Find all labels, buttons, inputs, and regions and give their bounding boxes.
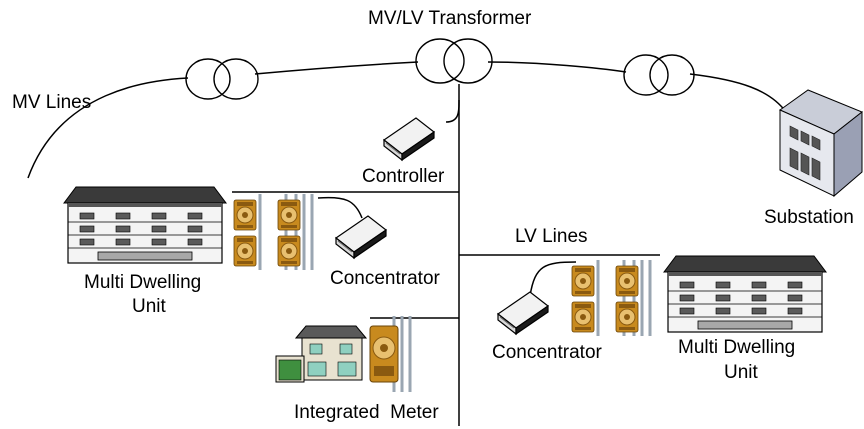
meter-bank-left-icon bbox=[234, 194, 312, 270]
concentrator-left-icon bbox=[335, 215, 387, 259]
mdu-left-icon bbox=[63, 186, 227, 264]
concentrator-left-label: Concentrator bbox=[330, 268, 441, 289]
controller-label: Controller bbox=[362, 166, 445, 187]
house-icon bbox=[275, 325, 368, 383]
transformer-center bbox=[415, 38, 493, 84]
meter-bank-right-icon bbox=[572, 260, 650, 336]
lv-lines bbox=[232, 84, 660, 426]
mv-lines bbox=[27, 61, 787, 179]
mdu-right-icon bbox=[663, 255, 827, 333]
mdu-left-label-line2: Unit bbox=[132, 296, 167, 317]
transformer-left bbox=[185, 58, 259, 100]
lv-lines-label: LV Lines bbox=[515, 226, 588, 247]
concentrator-right-label: Concentrator bbox=[492, 342, 603, 363]
controller-icon bbox=[383, 117, 435, 161]
mdu-left-label-line1: Multi Dwelling bbox=[84, 272, 201, 293]
transformer-label: MV/LV Transformer bbox=[368, 8, 532, 29]
transformer-right bbox=[623, 54, 695, 96]
integrated-meter-icon bbox=[369, 316, 412, 392]
mdu-right-label-line2: Unit bbox=[724, 362, 759, 383]
mv-lines-label: MV Lines bbox=[12, 92, 91, 113]
integrated-meter-label: Integrated Meter bbox=[294, 402, 439, 423]
mdu-right-label-line1: Multi Dwelling bbox=[678, 337, 795, 358]
substation-icon bbox=[778, 89, 863, 198]
substation-label: Substation bbox=[764, 207, 854, 228]
concentrator-right-icon bbox=[497, 291, 549, 335]
